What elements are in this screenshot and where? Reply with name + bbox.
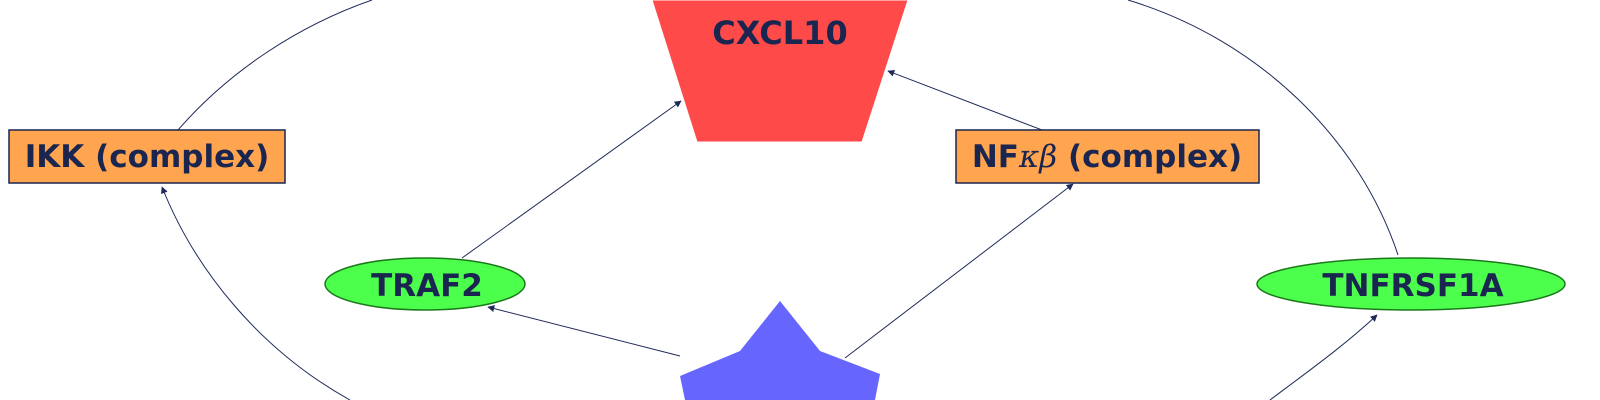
edge-hub-to-ikk xyxy=(161,186,351,400)
nfkb-label-math: κβ xyxy=(1018,139,1057,175)
edge-nfkb-to-cxcl10 xyxy=(887,69,1043,131)
edge-traf2-to-cxcl10 xyxy=(461,100,682,259)
node-tnfrsf1a[interactable]: TNFRSF1A xyxy=(1256,257,1566,311)
edge-tnfrsf1a-to-cxcl10 xyxy=(1127,0,1399,256)
cxcl10-shape xyxy=(651,0,909,143)
ikk-shape xyxy=(8,129,286,184)
edge-hub-to-traf2 xyxy=(487,305,681,357)
edges xyxy=(161,0,1399,400)
node-hub[interactable] xyxy=(680,301,880,400)
node-traf2[interactable]: TRAF2 xyxy=(324,257,526,311)
hub-star-shape xyxy=(680,301,880,400)
cxcl10-label: CXCL10 xyxy=(712,14,847,52)
node-nfkb[interactable]: NFκβ (complex) xyxy=(955,129,1260,184)
nfkb-shape xyxy=(955,129,1260,184)
edge-ikk-to-cxcl10 xyxy=(177,0,373,131)
tnfrsf1a-label: TNFRSF1A xyxy=(1322,268,1503,304)
edge-hub-to-nfkb xyxy=(844,183,1074,359)
nfkb-label: NFκβ (complex) xyxy=(972,139,1242,175)
nfkb-label-suffix: (complex) xyxy=(1057,139,1242,175)
traf2-shape xyxy=(324,257,526,311)
nfkb-label-prefix: NF xyxy=(972,139,1019,175)
tnfrsf1a-shape xyxy=(1256,257,1566,311)
traf2-label: TRAF2 xyxy=(371,268,483,304)
edge-hub-to-tnfrsf1a xyxy=(1269,314,1378,400)
node-cxcl10[interactable]: CXCL10 xyxy=(651,0,909,143)
node-ikk[interactable]: IKK (complex) xyxy=(8,129,286,184)
ikk-label: IKK (complex) xyxy=(25,139,270,175)
